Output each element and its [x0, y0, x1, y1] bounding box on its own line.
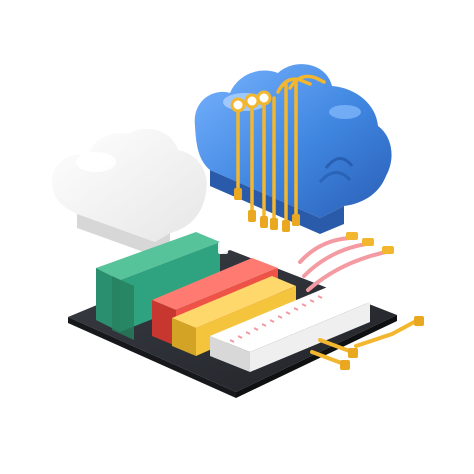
pink-cable-connectors [346, 232, 394, 254]
cloud-cables [236, 74, 326, 224]
red-block-knobs [218, 230, 256, 254]
bottom-yellow-cables [310, 318, 420, 366]
cable-connectors [234, 188, 300, 232]
bottom-yellow-connectors [340, 316, 424, 370]
green-block [96, 232, 220, 340]
cable-rings [230, 90, 272, 113]
pink-cables [298, 236, 388, 292]
white-cloud [52, 128, 207, 256]
blue-cloud [194, 64, 392, 234]
white-block [210, 286, 370, 372]
white-block-pins [229, 295, 323, 343]
